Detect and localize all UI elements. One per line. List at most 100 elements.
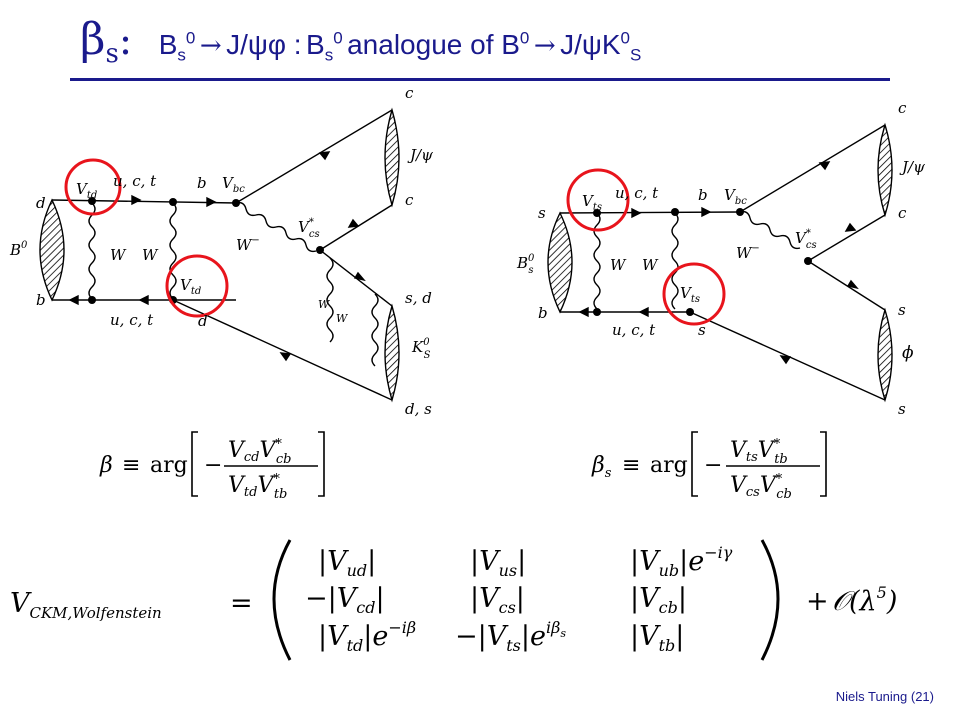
title-jpsiphi: J/ψφ :: [226, 29, 302, 60]
label-jpsi-r: J/ψ: [899, 158, 925, 176]
label-s-top-r: s: [538, 204, 546, 222]
math-text: |Vtd|e−iβ: [318, 618, 416, 655]
label-vcs: V*cs: [298, 217, 320, 240]
jpsi-blob-left: [384, 107, 400, 208]
math-text: |Vtb|: [630, 621, 684, 655]
math-text: −|Vcd|: [305, 583, 385, 617]
label-c-top: c: [405, 84, 414, 102]
math-text: VCKM,Wolfenstein: [10, 588, 162, 622]
w-box-propagator-2: [371, 293, 379, 367]
title-bs-1: Bs0: [158, 28, 196, 65]
label-d-top: d: [36, 194, 46, 212]
label-b-bottom-r: b: [538, 304, 548, 322]
label-vcs-r: V*cs: [795, 228, 817, 251]
label-c-mid: c: [405, 191, 414, 209]
feynman-diagram-left: [39, 107, 400, 403]
w-propagator-right: [169, 202, 177, 300]
math-text: |Vcb|: [630, 583, 687, 617]
math-text: |Vus|: [470, 546, 526, 580]
label-b: b: [197, 174, 207, 192]
label-b0: B0: [9, 240, 28, 259]
title-bs-2: Bs0: [306, 28, 343, 65]
feynman-diagram-right: [547, 122, 893, 403]
b0-meson-blob: [39, 198, 65, 302]
label-w-left-r: W: [610, 256, 627, 274]
math-text: VcdV*cb: [228, 437, 292, 467]
c-line-mid-r: [807, 214, 886, 262]
title-analogue: analogue of B0: [347, 28, 530, 60]
label-jpsi: J/ψ: [407, 146, 433, 164]
math-text: VtsV*tb: [730, 437, 788, 467]
label-vts-top: Vts: [582, 192, 602, 213]
ks-blob: [384, 303, 400, 403]
math-text: arg: [150, 453, 188, 478]
quark-line-top-r: [559, 211, 741, 214]
title-beta: β: [80, 14, 106, 65]
formula-beta: β ≡ arg − VcdV*cb VtdV*tb: [99, 431, 325, 502]
quark-line-top: [51, 199, 237, 204]
jpsi-blob-right: [877, 122, 893, 218]
labels-left: d b B0 Vtd u, c, t b Vbc W W W− V*cs Vtd…: [9, 84, 433, 418]
c-line-mid: [319, 204, 393, 251]
math-text: VcsV*cb: [730, 472, 792, 502]
label-ds: d, s: [405, 400, 432, 418]
math-text: |Vud|: [318, 546, 376, 580]
footer-credit: Niels Tuning (21): [835, 689, 934, 704]
label-vtd-top: Vtd: [76, 180, 97, 201]
c-line-top-r: [739, 124, 886, 213]
label-vbc: Vbc: [222, 174, 245, 195]
label-d: d: [198, 312, 208, 330]
label-ucts-bottom: u, c, t: [110, 311, 154, 329]
label-ucts-top: u, c, t: [113, 172, 157, 190]
math-text: =: [230, 588, 253, 619]
label-phi: ϕ: [902, 343, 914, 363]
w-propagator-left: [88, 202, 96, 300]
label-w-left: W: [110, 246, 127, 264]
label-c-mid-r: c: [898, 204, 907, 222]
w-propagator-right-r: [671, 212, 679, 310]
w-box-propagator-1: [326, 257, 334, 343]
math-text: −: [204, 453, 222, 478]
label-ucts-bottom-r: u, c, t: [612, 321, 656, 339]
math-text: −|Vts|eiβs: [455, 618, 566, 655]
ckm-matrix-formula: VCKM,Wolfenstein = |Vud| |Vus| |Vub|e−iγ…: [10, 539, 897, 661]
label-ucts-top-r: u, c, t: [615, 184, 659, 202]
label-s-r: s: [698, 321, 706, 339]
label-c-top-r: c: [898, 99, 907, 117]
w-minus-propagator-r: [739, 210, 801, 250]
label-w-minus: W−: [236, 235, 260, 254]
highlight-vtd-bottom: [165, 254, 229, 318]
page-title: βs: Bs0 → J/ψφ : Bs0 analogue of B0 → J/…: [80, 14, 641, 74]
label-w-minus-r: W−: [736, 243, 760, 262]
math-text: −: [704, 453, 722, 478]
label-vtd-bottom: Vtd: [180, 276, 201, 297]
title-beta-sub: s: [105, 39, 119, 69]
math-text: VtdV*tb: [228, 472, 287, 502]
math-text: |Vcs|: [470, 583, 525, 617]
highlight-vtd-top: [64, 158, 122, 216]
title-jpsik: J/ψK0S: [560, 28, 642, 65]
highlight-vts-top: [566, 168, 630, 232]
label-w-box-2: W: [336, 312, 349, 325]
title-arrow-2: →: [533, 31, 556, 61]
label-w-right: W: [142, 246, 159, 264]
label-s-mid-r: s: [898, 301, 906, 319]
s-line-bottom-r: [689, 311, 886, 401]
math-text: arg: [650, 453, 688, 478]
d-line-left: [172, 299, 393, 401]
title-colon: :: [118, 18, 133, 64]
math-text: βs: [591, 453, 612, 481]
phi-blob: [877, 307, 893, 403]
ckm-left-paren: [272, 539, 292, 661]
formula-beta-s: βs ≡ arg − VtsV*tb VcsV*cb: [591, 431, 827, 502]
math-text: +: [806, 586, 829, 617]
math-text: ≡: [622, 453, 640, 478]
label-sd: s, d: [405, 289, 432, 307]
math-text: |Vub|e−iγ: [630, 543, 733, 580]
c-line-top: [235, 109, 393, 204]
label-w-box-1: W: [318, 298, 331, 311]
label-b-bottom: b: [36, 291, 46, 309]
